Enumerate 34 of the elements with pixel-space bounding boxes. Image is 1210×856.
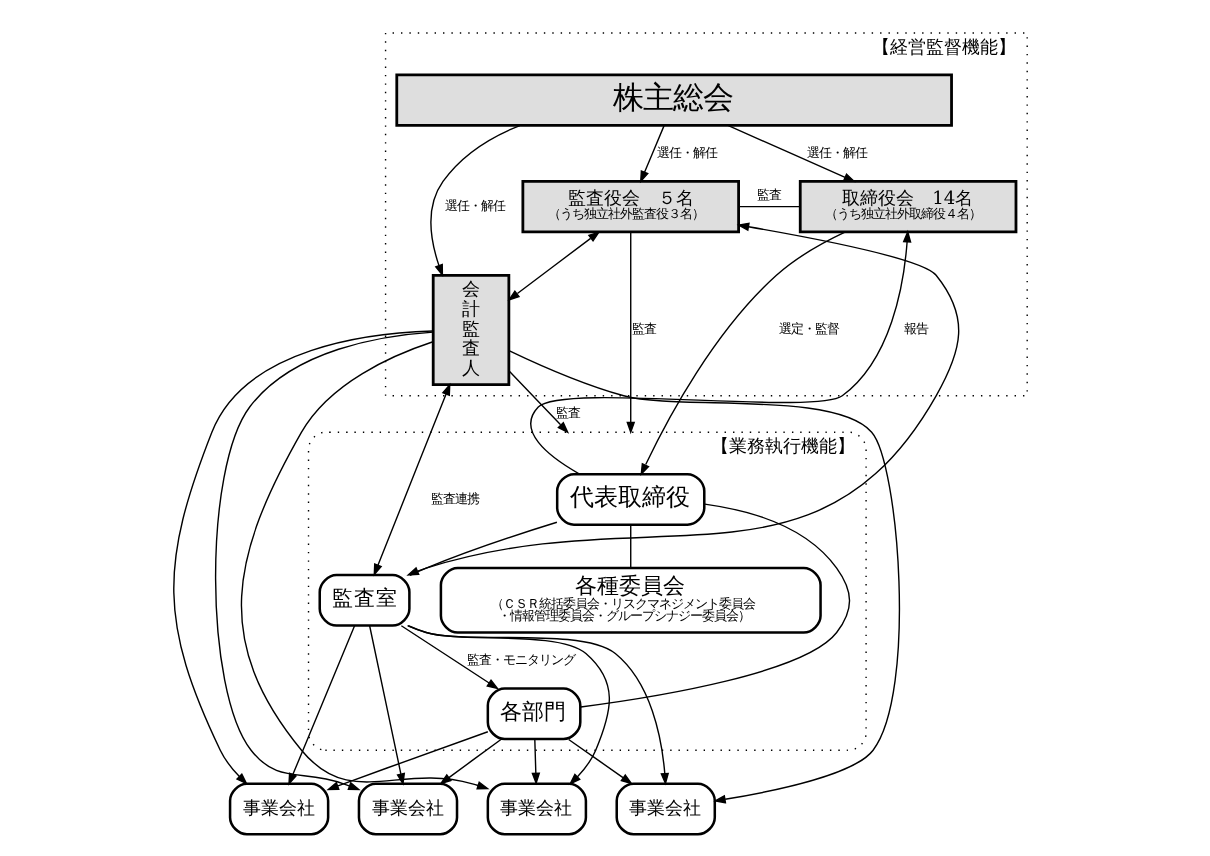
arrow — [213, 331, 433, 791]
arrow — [530, 738, 540, 786]
node-box: 事業会社 — [485, 782, 587, 836]
node-box: 事業会社 — [356, 782, 458, 836]
node-box: 事業会社 — [614, 782, 716, 836]
connector — [579, 503, 850, 708]
arrow — [239, 341, 489, 790]
arrow — [367, 625, 405, 786]
arrow — [639, 231, 845, 476]
arrow — [399, 625, 499, 690]
arrow — [566, 738, 633, 785]
node-box: 会計監査人 — [430, 273, 510, 386]
arrow — [529, 229, 911, 475]
arrow — [625, 231, 635, 435]
arrow — [429, 124, 520, 277]
connector — [408, 521, 557, 576]
arrow — [405, 624, 669, 786]
node-box: 監査室 — [317, 573, 410, 627]
arrow — [507, 349, 900, 804]
arrow — [325, 731, 488, 791]
node-box: 代表取締役 — [554, 472, 705, 526]
node-box: 事業会社 — [227, 782, 329, 836]
arrow — [287, 625, 355, 786]
arrow — [726, 124, 856, 183]
arrow — [406, 625, 610, 786]
arrow — [172, 330, 433, 785]
connector — [629, 524, 631, 569]
node-box: 各部門 — [485, 687, 581, 741]
node-box: 株主総会 — [394, 73, 952, 127]
arrow — [638, 124, 664, 184]
arrow — [507, 370, 569, 434]
arrow — [438, 738, 501, 785]
connector — [737, 205, 800, 208]
arrow — [506, 230, 600, 302]
